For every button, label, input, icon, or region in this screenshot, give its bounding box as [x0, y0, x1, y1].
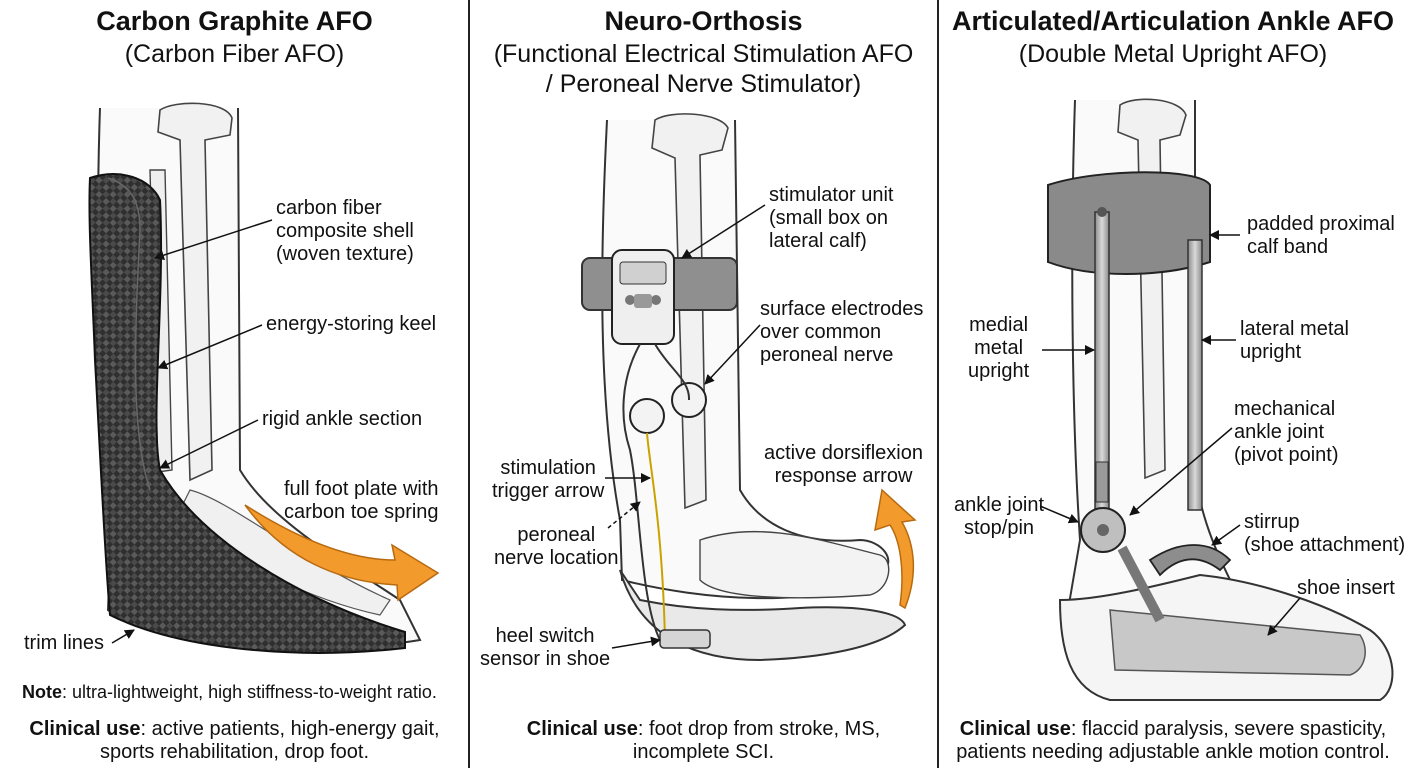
label-stimulation-trigger: stimulation trigger arrow — [492, 457, 605, 502]
panel-1-title: Carbon Graphite AFO — [96, 6, 373, 36]
panel-2-clinical-use: Clinical use: foot drop from stroke, MS,… — [526, 718, 881, 763]
label-calf-band: padded proximal calf band — [1247, 213, 1395, 258]
panel-3-title: Articulated/Articulation Ankle AFO — [951, 6, 1395, 36]
panel-3-clinical-use: Clinical use: flaccid paralysis, severe … — [956, 718, 1390, 763]
label-ankle-joint: mechanical ankle joint (pivot point) — [1234, 398, 1339, 466]
label-medial-upright: medial metal upright — [968, 314, 1030, 382]
panel-2-subtitle: (Functional Electrical Stimulation AFO — [493, 40, 914, 68]
label-stirrup: stirrup (shoe attachment) — [1244, 511, 1406, 556]
panel-1-subtitle: (Carbon Fiber AFO) — [124, 40, 345, 68]
fes-illustration — [581, 113, 917, 662]
label-heel-switch: heel switch sensor in shoe — [480, 625, 611, 670]
panel-2-title: Neuro-Orthosis — [604, 6, 803, 36]
label-lateral-upright: lateral metal upright — [1240, 318, 1349, 363]
label-shoe-insert: shoe insert — [1297, 577, 1395, 599]
double-upright-illustration — [1039, 98, 1394, 701]
label-joint-stop: ankle joint stop/pin — [954, 494, 1045, 539]
label-energy-keel: energy-storing keel — [266, 313, 437, 335]
label-dorsiflexion-response: active dorsiflexion response arrow — [764, 442, 923, 487]
panel-1-note: Note: ultra-lightweight, high stiffness-… — [22, 682, 437, 702]
label-stimulator-unit: stimulator unit (small box on lateral ca… — [769, 184, 894, 252]
carbon-afo-illustration — [88, 102, 440, 654]
toe-spring-arrow — [244, 504, 440, 602]
label-rigid-ankle: rigid ankle section — [262, 408, 423, 430]
panel-2-subtitle-line2: / Peroneal Nerve Stimulator) — [545, 70, 862, 98]
dorsiflexion-arrow — [874, 488, 917, 610]
panel-3-subtitle: (Double Metal Upright AFO) — [1018, 40, 1328, 68]
label-trim-lines: trim lines — [24, 632, 105, 654]
label-peroneal-nerve: peroneal nerve location — [494, 524, 619, 569]
panel-1-clinical-use: Clinical use: active patients, high-ener… — [29, 718, 440, 763]
label-carbon-shell: carbon fiber composite shell (woven text… — [276, 197, 414, 265]
label-foot-plate: full foot plate with carbon toe spring — [284, 478, 439, 523]
label-surface-electrodes: surface electrodes over common peroneal … — [760, 298, 924, 366]
